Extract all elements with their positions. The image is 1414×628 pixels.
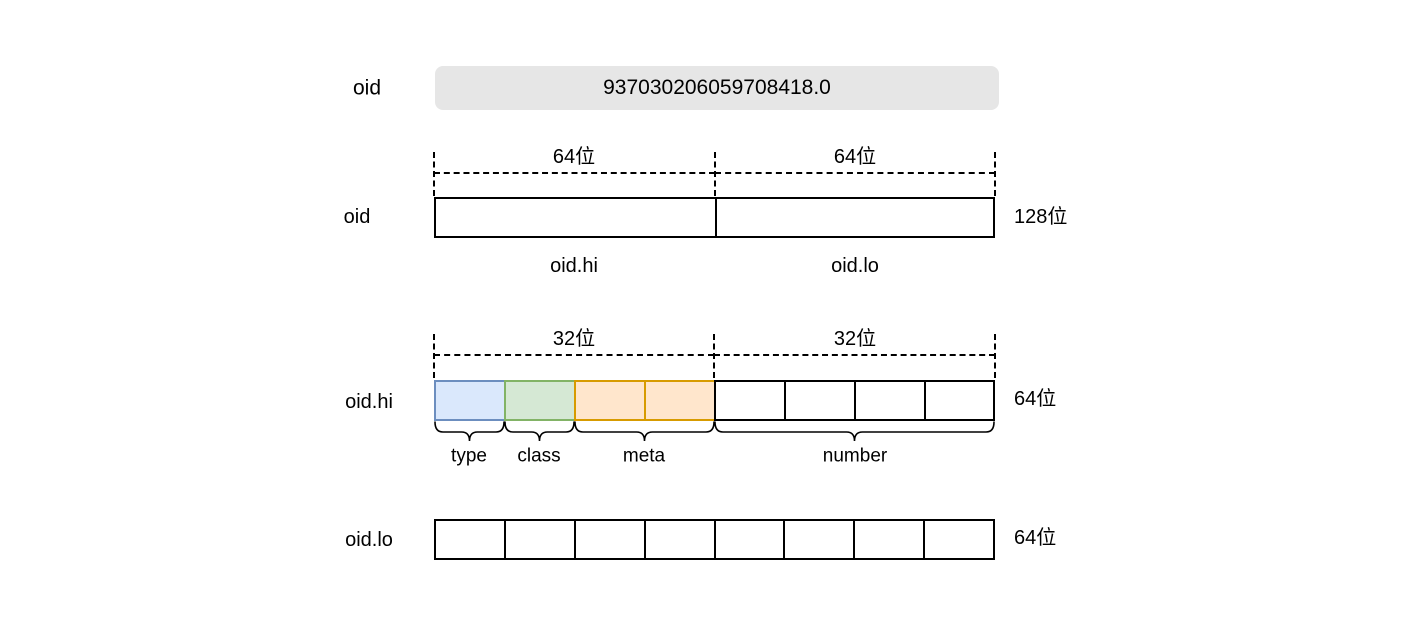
brace-meta xyxy=(574,421,715,442)
oid-value-text: 937030206059708418.0 xyxy=(603,76,831,99)
field-label-meta: meta xyxy=(622,445,666,467)
oid-hi-caption: oid.hi xyxy=(550,255,598,277)
field-label-type: type xyxy=(451,445,487,467)
brace-class xyxy=(504,421,575,442)
oid-lo-caption: oid.lo xyxy=(831,255,879,277)
oid-row-label: oid xyxy=(343,206,371,228)
cell-lo-3 xyxy=(573,521,644,558)
oid-lo-row-label: oid.lo xyxy=(345,529,393,551)
oid-lo-bits-box xyxy=(434,519,995,560)
dim-tick xyxy=(994,152,996,196)
dim-64bit-right-label: 64位 xyxy=(833,146,877,168)
cell-type xyxy=(434,380,506,421)
oid-value-label: oid xyxy=(352,76,382,100)
oid-hi-bits-box xyxy=(434,380,995,421)
oid-half-divider xyxy=(715,199,717,236)
cell-number-4 xyxy=(924,380,995,421)
brace-number xyxy=(714,421,995,442)
dim-line-horizontal xyxy=(434,354,714,356)
dim-tick xyxy=(433,152,435,196)
cell-lo-1 xyxy=(436,521,504,558)
oid-value-box: 937030206059708418.0 xyxy=(435,66,999,110)
field-label-class: class xyxy=(517,445,561,467)
dim-tick xyxy=(994,334,996,378)
dim-32bit-right-label: 32位 xyxy=(833,328,877,350)
cell-lo-8 xyxy=(923,521,993,558)
cell-lo-2 xyxy=(503,521,574,558)
dim-tick xyxy=(713,334,715,378)
brace-type xyxy=(434,421,505,442)
cell-lo-5 xyxy=(713,521,784,558)
oid-hi-row-label: oid.hi xyxy=(345,391,393,413)
oid-total-bits-label: 128位 xyxy=(1014,206,1068,228)
cell-lo-7 xyxy=(853,521,923,558)
dim-tick xyxy=(714,152,716,196)
cell-class xyxy=(504,380,576,421)
cell-number-2 xyxy=(784,380,856,421)
cell-lo-6 xyxy=(783,521,853,558)
dim-32bit-left-label: 32位 xyxy=(552,328,596,350)
oid-hi-total-bits-label: 64位 xyxy=(1014,388,1057,410)
cell-meta-2 xyxy=(644,380,716,421)
field-label-number: number xyxy=(822,445,888,467)
cell-number-3 xyxy=(854,380,926,421)
dim-64bit-left-label: 64位 xyxy=(552,146,596,168)
cell-meta-1 xyxy=(574,380,646,421)
cell-number-1 xyxy=(714,380,786,421)
dim-line-horizontal xyxy=(714,354,995,356)
oid-lo-total-bits-label: 64位 xyxy=(1014,527,1057,549)
dim-tick xyxy=(433,334,435,378)
dim-line-horizontal xyxy=(715,172,995,174)
dim-line-horizontal xyxy=(434,172,715,174)
cell-lo-4 xyxy=(643,521,714,558)
oid-128bit-box xyxy=(434,197,995,238)
field-braces xyxy=(434,421,995,442)
